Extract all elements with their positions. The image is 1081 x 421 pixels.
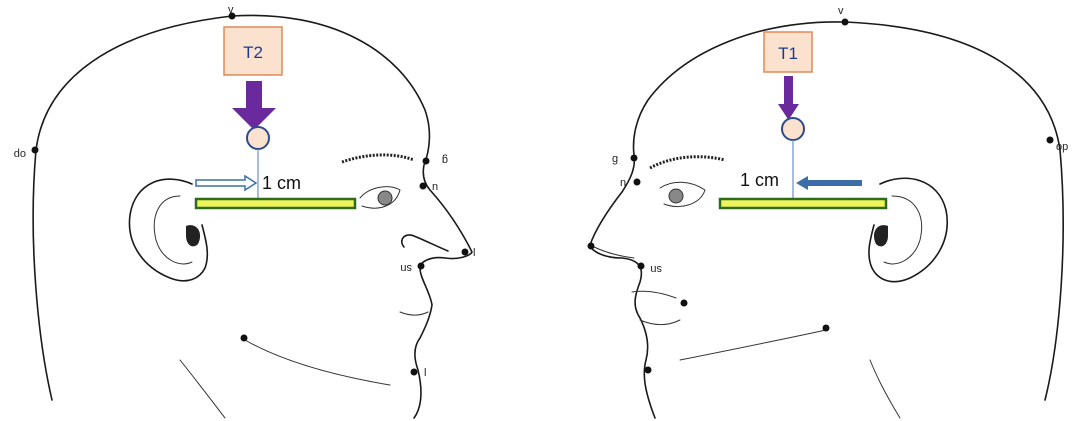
electrode-label-t1: T1 [778,44,798,63]
right-landmark-g: g [612,153,618,165]
right-iris [669,189,683,203]
left-nose [402,235,448,251]
right-landmark-v-dot [842,19,849,26]
right-lower-lip [640,320,680,325]
electrode-arrow-t2-icon [232,81,276,130]
left-landmark-sn-dot [418,263,425,270]
left-landmark-n-dot [420,183,427,190]
right-head-outline [590,22,1063,418]
left-ear-canal [186,225,200,246]
right-landmark-op: op [1056,141,1068,153]
distance-label-right: 1 cm [740,170,779,190]
right-ear-canal [874,225,888,246]
left-iris [378,191,392,205]
left-landmark-op-dot [32,147,39,154]
right-landmark-chin-dot [681,300,688,307]
distance-arrow-left-icon [196,176,256,190]
distance-arrow-right-icon [796,176,862,190]
right-landmark-op-dot [1047,137,1054,144]
right-neck [870,360,900,418]
left-lip-line [400,312,428,315]
right-landmark-n: n [620,177,626,189]
left-jawline [245,340,390,385]
reference-bar-left [196,199,355,208]
left-landmark-l: l [473,247,475,259]
reference-bar-right [720,199,886,208]
electrode-label-t2: T2 [243,43,263,62]
right-landmark-n-dot [634,179,641,186]
right-jawline [680,330,826,360]
left-landmark-g-dot [423,158,430,165]
right-nose [592,246,634,258]
left-landmark-op: op [14,148,26,160]
left-landmark-v: v [228,4,234,16]
electrode-circle-t2 [247,127,269,149]
left-landmark-gn-dot [411,369,418,376]
left-neck [180,360,225,418]
left-landmark-g: g [442,154,448,166]
right-eyebrow [650,157,725,168]
electrode-circle-t1 [782,118,804,140]
right-landmark-v: v [838,5,844,17]
left-landmark-l-dot [462,249,469,256]
left-electrode: T2 1 cm [196,27,355,208]
right-landmark-gn-dot [645,367,652,374]
left-landmark-gn: l [424,367,426,379]
right-landmark-sn: sn [650,263,662,275]
left-eyebrow [342,155,414,162]
left-landmark-chin-dot [241,335,248,342]
left-landmark-n: n [432,181,438,193]
right-electrode: T1 1 cm [720,32,886,208]
left-head-outline [33,15,472,418]
right-lips [632,291,676,298]
right-landmark-jaw-dot [823,325,830,332]
left-landmark-sn: sn [400,262,412,274]
right-landmark-l-dot [588,243,595,250]
right-head: v op g n sn [588,5,1069,418]
right-landmark-sn-dot [638,263,645,270]
right-ear-inner [884,196,922,264]
electrode-arrow-t1-icon [778,76,799,120]
distance-label-left: 1 cm [262,173,301,193]
right-landmark-g-dot [631,155,638,162]
